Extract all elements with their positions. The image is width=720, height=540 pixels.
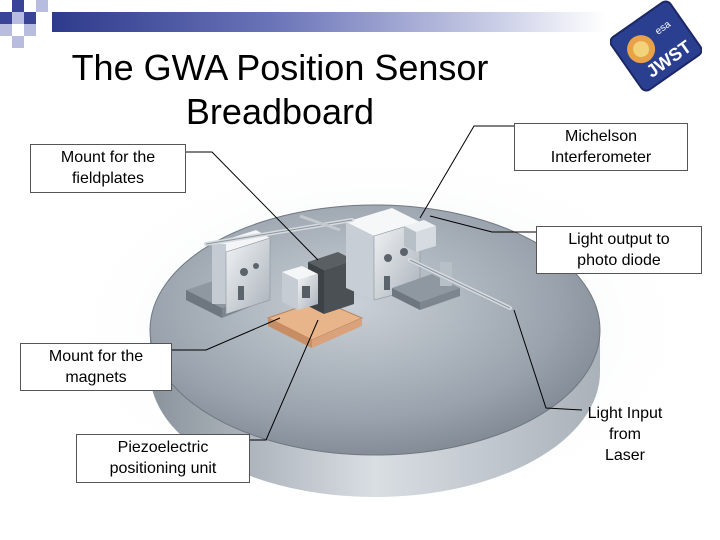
label-light-input: Light Input from Laser [587, 405, 663, 464]
label-magnets-mount: Mount for the magnets [20, 343, 172, 391]
label-fieldplates-mount: Mount for the fieldplates [30, 144, 186, 193]
jwst-logo: esa JWST [610, 0, 702, 92]
callout-lines [172, 125, 583, 441]
label-light-output: Light output to photo diode [536, 226, 702, 274]
label-michelson-interferometer: Michelson Interferometer [514, 123, 688, 171]
label-piezoelectric-unit: Piezoelectric positioning unit [76, 434, 250, 483]
header-gradient-bar [52, 12, 605, 32]
corner-squares-decoration [0, 0, 48, 48]
slide-title: The GWA Position Sensor Breadboard [71, 47, 489, 132]
